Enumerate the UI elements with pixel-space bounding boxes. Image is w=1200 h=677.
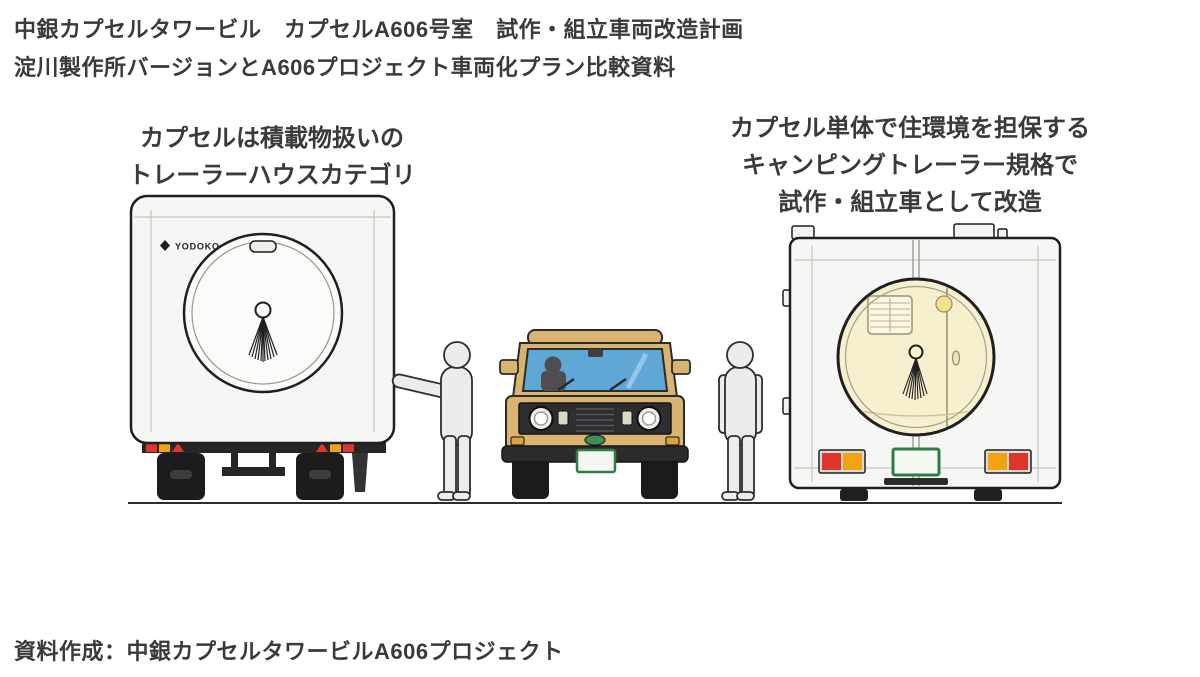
side-mirror-right xyxy=(671,359,691,375)
interior-door-handle xyxy=(951,350,961,366)
window-blind-hub-rear xyxy=(908,344,924,360)
title-line-1: 中銀カプセルタワービル カプセルA606号室 試作・組立車両改造計画 xyxy=(14,17,744,42)
car-front-view xyxy=(499,329,691,499)
window-latch xyxy=(249,240,277,253)
turn-signal-left xyxy=(510,436,525,446)
trailer-mudflap xyxy=(352,453,368,492)
capsule-interior xyxy=(844,281,988,433)
capsule-wheel-right xyxy=(974,489,1002,501)
wiper-left xyxy=(557,377,575,392)
yodoko-capsule: YODOKO xyxy=(129,194,396,445)
license-plate-front xyxy=(575,448,617,474)
car-grille xyxy=(518,402,672,435)
reflector-triangle-left xyxy=(172,443,184,452)
person-left xyxy=(391,341,473,501)
turn-signal-right xyxy=(665,436,680,446)
window-blind-hub xyxy=(254,301,272,319)
car-tire-right xyxy=(641,455,678,499)
person-left-head xyxy=(443,341,471,369)
driver-silhouette xyxy=(544,356,562,374)
wiper-right xyxy=(609,377,627,392)
yodoko-logo-text: YODOKO xyxy=(175,242,220,252)
left-annotation-line-2: トレーラーハウスカテゴリ xyxy=(128,162,416,189)
title-line-2: 淀川製作所バージョンとA606プロジェクト車両化プラン比較資料 xyxy=(14,55,676,80)
side-mirror-left xyxy=(499,359,519,375)
capsule-wheel-left xyxy=(840,489,868,501)
window-blind-tassel xyxy=(248,316,278,362)
window-blind-tassel-rear xyxy=(902,357,928,401)
left-annotation-line-1: カプセルは積載物扱いの xyxy=(140,125,404,152)
right-annotation-line-3: 試作・組立車として改造 xyxy=(778,189,1042,216)
grille-badge xyxy=(584,434,606,446)
rear-step xyxy=(884,478,948,485)
trailer-bumper xyxy=(222,467,285,476)
rearview-mirror xyxy=(588,349,603,357)
car-tire-left xyxy=(512,455,549,499)
person-right-head xyxy=(726,341,754,369)
reflector-triangle-right xyxy=(316,443,328,452)
right-annotation-line-1: カプセル単体で住環境を担保する xyxy=(730,115,1090,142)
left-capsule-annotation: カプセルは積載物扱いの トレーラーハウスカテゴリ xyxy=(72,120,472,194)
person-right xyxy=(718,341,763,501)
yodoko-logo-diamond xyxy=(160,240,170,251)
license-plate-rear xyxy=(891,447,941,477)
right-annotation-line-2: キャンピングトレーラー規格で xyxy=(742,152,1078,179)
credit-line: 資料作成：中銀カプセルタワービルA606プロジェクト xyxy=(14,639,564,664)
right-capsule-annotation: カプセル単体で住環境を担保する キャンピングトレーラー規格で 試作・組立車として… xyxy=(700,110,1120,221)
a606-capsule xyxy=(782,223,1062,501)
interior-light xyxy=(935,295,953,313)
trailer-chassis xyxy=(142,441,386,500)
